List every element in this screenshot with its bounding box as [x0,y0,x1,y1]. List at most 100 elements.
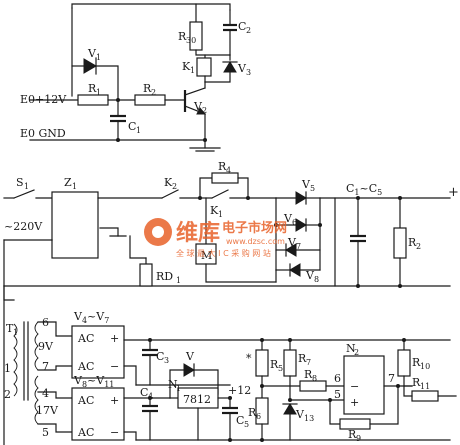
r30-label: R [178,30,187,43]
opamp-pin6: 6 [334,372,341,385]
pin5-label: 5 [42,426,49,439]
v8-label: V [305,269,315,282]
c3-label: C [156,350,164,363]
r2-label: R [143,82,152,95]
bridge2-plus: + [110,394,119,407]
v5-label: V [301,178,311,191]
k1-main-label: K [210,204,219,217]
watermark-brand2: 电子市场网 [222,220,287,236]
r2-main-label: R [408,236,417,249]
lower-labels: T 1 6 7 4 5 1 2 9V 17V V4~V7 V8~V11 AC A… [4,310,430,443]
k1-label: K [182,60,191,73]
c5-sub: 5 [244,420,249,429]
k1-relay-coil [196,57,212,77]
bridge2-ac-bottom: AC [77,426,94,439]
bridge-v8-v11 [71,387,125,441]
n2-opamp [343,355,385,415]
bridge1-plus: + [110,332,119,345]
r7-label: R [298,352,307,365]
c5-label: C [236,414,244,427]
v9-label: 9V [38,340,54,353]
z1-sub: 1 [72,182,77,191]
r11-label: R [412,376,421,389]
r5-label: R [270,358,279,371]
r2-resistor [134,94,166,106]
plus12-label: +12 [228,384,251,397]
r10-label: R [412,356,421,369]
v8-diode [289,263,301,277]
bridge2-ac-top: AC [77,394,94,407]
v3-diode [223,61,237,73]
v3-sub: 3 [246,68,251,77]
v13-zener [283,403,297,415]
bridge1-ac-bottom: AC [77,360,94,373]
c4-label: C [140,386,148,399]
r2-sub: 2 [151,88,156,97]
bridge-v4-v7 [71,325,125,379]
v6-sub: 6 [292,218,297,227]
watermark-url: www.dzsc.com [226,237,285,246]
r10-sub: 10 [420,362,430,371]
r4-sub: 4 [226,166,231,175]
v8-sub: 8 [314,275,319,284]
watermark: 维库 电子市场网 www.dzsc.com 全 球 最 大 I C 采 购 网 … [144,218,287,258]
v2-transistor-arrow [196,107,207,115]
ground-label: E0 GND [20,127,66,140]
opamp-pin5: 5 [334,388,341,401]
k2-sub: 2 [172,182,177,191]
v2-label: V [193,100,203,113]
v13-label: V [295,408,305,421]
n1-sub: 1 [176,384,181,393]
pin1-label: 1 [4,362,11,375]
r2-main-resistor [393,227,407,259]
regulator-label: 7812 [183,393,211,406]
motor-label: M [201,249,212,262]
r9-sub: 9 [356,434,361,443]
s1-label: S [16,176,24,189]
z1-filter [51,191,99,259]
c-bank-label: C1~C5 [346,182,382,197]
r10-resistor [397,349,411,377]
c4-sub: 4 [148,392,153,401]
opamp-pin7: 7 [388,372,395,385]
z1-label: Z [64,176,72,189]
r6-label: R [248,406,257,419]
output-plus-label: + [448,185,459,200]
lower-circuit [3,285,457,442]
bridge1-label: V4~V7 [73,310,109,325]
r9-label: R [348,428,357,441]
v3-label: V [237,62,247,75]
c2-label: C [238,20,246,33]
pin4-label: 4 [42,387,49,400]
r7-resistor [283,349,297,377]
c3-sub: 3 [164,356,169,365]
v5-diode [295,191,307,205]
v-diode [183,363,195,377]
v1-diode [83,58,97,74]
n1-label: N [168,378,178,391]
r1-sub: 1 [96,88,101,97]
t1-sub: 1 [13,328,18,337]
top-circuit [29,3,238,152]
v17-label: 17V [36,404,59,417]
star-label: * [246,352,252,365]
r30-sub: 30 [186,36,196,45]
v1-label: V [87,47,97,60]
opamp-plus: + [350,396,359,409]
opamp-minus: − [350,380,359,393]
v7-label: V [287,236,297,249]
pin6-label: 6 [42,316,49,329]
r7-sub: 7 [306,358,311,367]
n2-label: N [346,342,356,355]
bridge2-label: V8~V11 [73,374,114,389]
main-circuit [3,172,451,445]
v1-sub: 1 [96,53,101,62]
main-labels: S 1 Z 1 ~220V K 2 K 1 R 4 M RD 1 V 5 V 6… [4,160,459,285]
v7-sub: 7 [296,242,301,251]
v6-label: V [283,212,293,225]
v13-sub: 13 [304,414,314,423]
v6-diode [295,218,307,232]
rd1-sub: 1 [176,276,181,285]
